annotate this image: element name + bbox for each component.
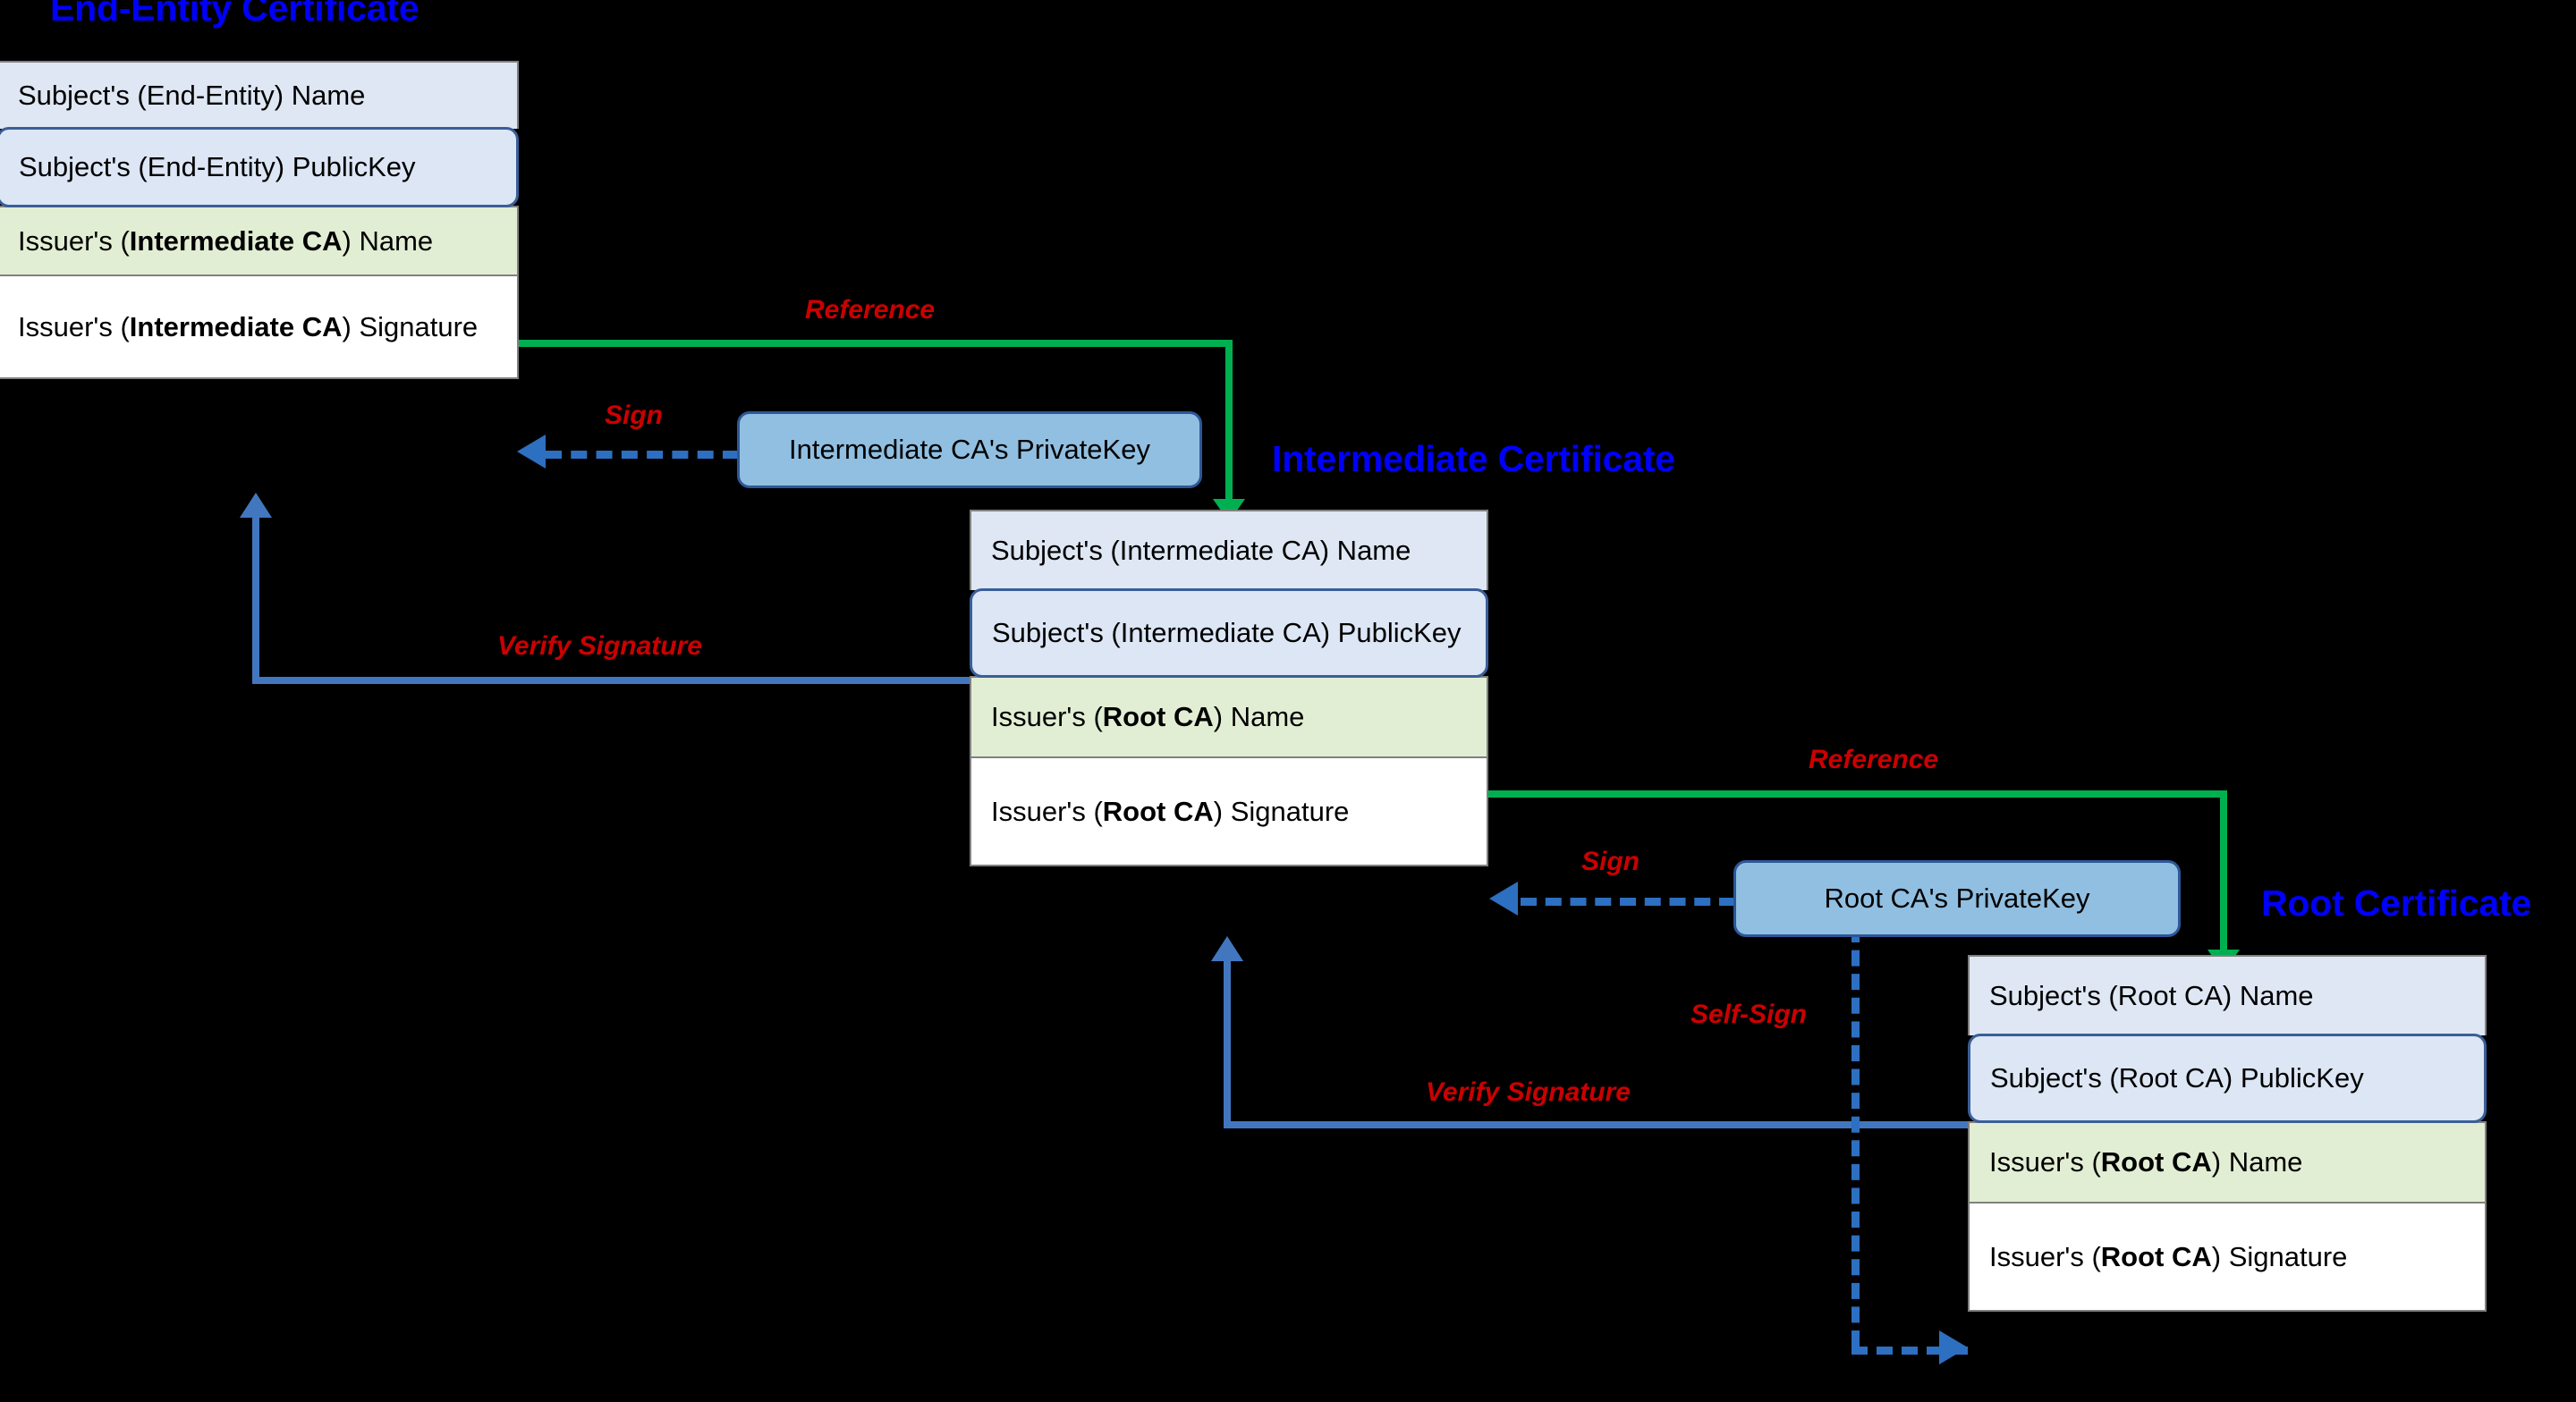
verify-arrow-2-head	[1211, 936, 1243, 961]
edge-label-self-sign: Self-Sign	[1690, 1000, 1808, 1029]
row-root-issuer-name[interactable]: Issuer's (Root CA) Name	[1968, 1121, 2487, 1202]
row-end-entity-issuer-signature[interactable]: Issuer's (Intermediate CA) Signature	[0, 274, 519, 379]
edge-label-sign-1: Sign	[605, 401, 663, 430]
row-intermediate-issuer-name[interactable]: Issuer's (Root CA) Name	[970, 676, 1488, 756]
row-end-entity-subject-name[interactable]: Subject's (End-Entity) Name	[0, 61, 519, 129]
verify-arrow-1-horizontal	[252, 677, 970, 684]
row-label: Issuer's (Root CA) Name	[991, 701, 1305, 732]
reference-arrow-2-vertical	[2220, 790, 2227, 953]
key-box-label: Root CA's PrivateKey	[1824, 883, 2090, 914]
sign-arrow-1-dashes	[546, 451, 739, 459]
row-label: Subject's (Root CA) PublicKey	[1990, 1062, 2364, 1094]
edge-label-verify-1: Verify Signature	[497, 631, 702, 661]
certificate-end-entity[interactable]: Subject's (End-Entity) Name Subject's (E…	[0, 61, 519, 379]
row-root-subject-publickey[interactable]: Subject's (Root CA) PublicKey	[1968, 1034, 2487, 1123]
row-label: Issuer's (Root CA) Signature	[991, 795, 1350, 827]
verify-arrow-1-vertical	[252, 517, 259, 680]
self-sign-arrow-horizontal	[1852, 1347, 1968, 1355]
row-label: Subject's (End-Entity) Name	[18, 80, 366, 111]
edge-label-reference-2: Reference	[1809, 745, 1939, 774]
row-label: Subject's (End-Entity) PublicKey	[19, 151, 416, 182]
key-box-root-private-key[interactable]: Root CA's PrivateKey	[1733, 860, 2181, 937]
sign-arrow-2-dashes	[1521, 898, 1735, 906]
key-box-intermediate-private-key[interactable]: Intermediate CA's PrivateKey	[737, 411, 1202, 488]
verify-arrow-2-vertical	[1224, 960, 1231, 1125]
reference-arrow-2-horizontal	[1485, 790, 2227, 798]
certificate-intermediate[interactable]: Subject's (Intermediate CA) Name Subject…	[970, 510, 1488, 866]
title-root-certificate: Root Certificate	[2261, 883, 2532, 924]
reference-arrow-1-horizontal	[517, 340, 1233, 347]
row-intermediate-subject-name[interactable]: Subject's (Intermediate CA) Name	[970, 510, 1488, 590]
row-root-subject-name[interactable]: Subject's (Root CA) Name	[1968, 955, 2487, 1035]
row-label: Issuer's (Root CA) Name	[1989, 1146, 2303, 1178]
row-intermediate-subject-publickey[interactable]: Subject's (Intermediate CA) PublicKey	[970, 588, 1488, 678]
row-root-issuer-signature[interactable]: Issuer's (Root CA) Signature	[1968, 1202, 2487, 1312]
reference-arrow-1-vertical	[1225, 340, 1233, 503]
edge-label-sign-2: Sign	[1581, 847, 1640, 876]
self-sign-arrow-head	[1939, 1330, 1968, 1364]
verify-arrow-2-horizontal	[1224, 1121, 1971, 1128]
row-label: Issuer's (Intermediate CA) Signature	[18, 310, 479, 342]
sign-arrow-2-head	[1489, 882, 1518, 916]
edge-label-verify-2: Verify Signature	[1426, 1077, 1631, 1107]
row-end-entity-issuer-name[interactable]: Issuer's (Intermediate CA) Name	[0, 206, 519, 274]
row-label: Subject's (Root CA) Name	[1989, 980, 2314, 1011]
title-end-entity-certificate: End-Entity Certificate	[50, 0, 419, 29]
sign-arrow-1-head	[517, 435, 546, 469]
title-intermediate-certificate: Intermediate Certificate	[1272, 438, 1675, 479]
self-sign-arrow-vertical	[1852, 926, 1860, 1347]
row-label: Issuer's (Intermediate CA) Name	[18, 224, 434, 257]
verify-arrow-1-head	[240, 493, 272, 518]
edge-label-reference-1: Reference	[805, 295, 936, 325]
row-label: Issuer's (Root CA) Signature	[1989, 1240, 2348, 1272]
row-label: Subject's (Intermediate CA) PublicKey	[992, 617, 1462, 648]
row-intermediate-issuer-signature[interactable]: Issuer's (Root CA) Signature	[970, 756, 1488, 866]
row-label: Subject's (Intermediate CA) Name	[991, 535, 1411, 566]
row-end-entity-subject-publickey[interactable]: Subject's (End-Entity) PublicKey	[0, 127, 519, 207]
certificate-root[interactable]: Subject's (Root CA) Name Subject's (Root…	[1968, 955, 2487, 1312]
key-box-label: Intermediate CA's PrivateKey	[789, 434, 1150, 465]
